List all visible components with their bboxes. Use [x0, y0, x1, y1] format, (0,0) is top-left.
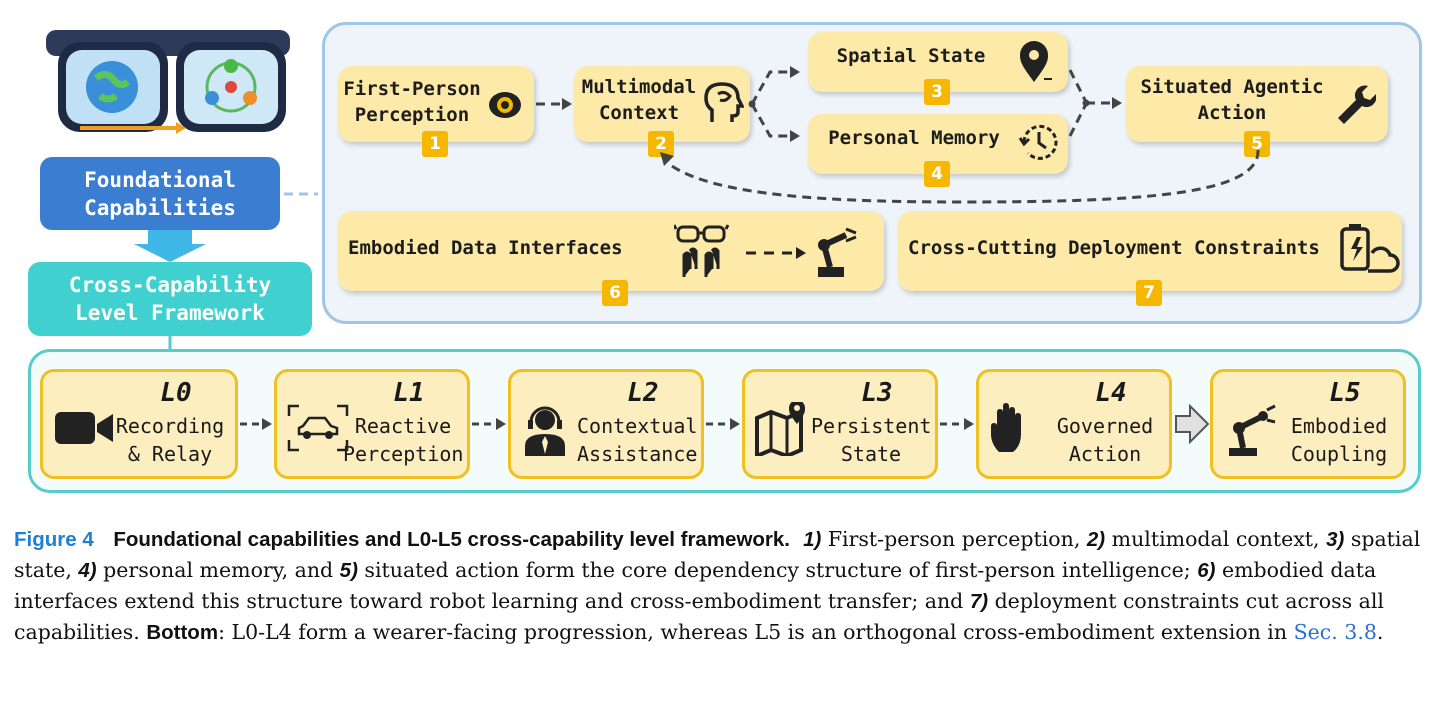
wrench-icon: [1338, 85, 1376, 124]
caption-enum: 2): [1086, 528, 1106, 551]
capability-label: Multimodal Context: [581, 76, 697, 124]
caption-text: .: [1376, 620, 1384, 644]
caption-enum: 7): [969, 590, 989, 613]
level-label: Contextual Assistance: [577, 414, 698, 466]
eye-icon: [489, 92, 521, 118]
level-l3: L3 Persistent State: [742, 369, 938, 479]
map-pin-icon: [1020, 41, 1052, 82]
clock-history-icon: [1018, 124, 1058, 160]
hand-stop-icon: [991, 403, 1021, 452]
capability-number: 7: [1136, 280, 1162, 306]
caption-text: embodied data interfaces extend this str…: [14, 558, 1377, 613]
capability-multimodal-context: Multimodal Context 2: [574, 66, 750, 157]
level-label: Reactive Perception: [343, 414, 464, 466]
arrow-2-to-4: [750, 103, 790, 138]
caption-text: deployment constraints cut across all ca…: [14, 589, 1384, 644]
level-label: Recording & Relay: [115, 414, 225, 466]
capability-situated-agentic-action: Situated Agentic Action 5: [1126, 66, 1388, 157]
capability-spatial-state: Spatial State 3: [808, 32, 1068, 105]
robot-arm-icon: [1229, 404, 1276, 456]
level-label: Embodied Coupling: [1290, 414, 1388, 466]
level-code: L5: [1329, 378, 1361, 408]
level-l2: L2 Contextual Assistance: [508, 369, 704, 479]
glasses-icon: [46, 30, 290, 134]
arrow-3-4-to-5: [1068, 69, 1112, 137]
glasses-hands-robot-icon: [674, 224, 857, 277]
level-l1: L1 Reactive Perception: [274, 369, 470, 479]
caption-enum: 3): [1326, 528, 1345, 551]
feedback-arrow-5-to-2: [663, 149, 1260, 204]
caption-enum: 4): [78, 559, 97, 582]
capability-embodied-data-interfaces: Embodied Data Interfaces 6: [338, 211, 884, 306]
capability-label: Situated Agentic Action: [1140, 76, 1324, 124]
capability-number: 5: [1244, 131, 1270, 157]
capability-number: 4: [924, 161, 950, 187]
capability-number: 1: [422, 131, 448, 157]
caption-text: personal memory, and: [96, 558, 340, 582]
capability-number: 3: [924, 79, 950, 105]
level-code: L1: [393, 378, 425, 408]
map-icon: [755, 402, 805, 456]
headset-agent-icon: [525, 406, 565, 456]
caption-enum: 1): [803, 528, 822, 551]
capability-label: Spatial State: [836, 45, 986, 67]
level-l5: L5 Embodied Coupling: [1210, 369, 1406, 479]
level-code: L2: [627, 378, 659, 408]
caption-text: First-person perception,: [821, 527, 1087, 551]
arrow-2-to-3: [750, 70, 790, 105]
capability-label: Personal Memory: [828, 127, 1000, 149]
caption-bottom-label: Bottom: [146, 621, 219, 644]
head-icon: [704, 82, 744, 122]
figure-caption: Figure 4 Foundational capabilities and L…: [14, 524, 1434, 648]
level-label: Persistent State: [811, 414, 932, 466]
level-code: L3: [861, 378, 893, 408]
caption-enum: 5): [339, 559, 358, 582]
level-code: L4: [1095, 378, 1127, 408]
capability-label: Cross-Cutting Deployment Constraints: [908, 237, 1320, 259]
capability-number: 6: [602, 280, 628, 306]
level-l4: L4 Governed Action: [976, 369, 1172, 479]
capability-label: Embodied Data Interfaces: [348, 237, 623, 259]
car-detection-icon: [287, 404, 349, 452]
foundational-capabilities-box: Foundational Capabilities: [40, 157, 280, 230]
caption-figure-number: Figure 4: [14, 528, 94, 551]
levels-panel: [28, 349, 1421, 493]
video-camera-icon: [55, 412, 113, 444]
caption-text: multimodal context,: [1105, 527, 1327, 551]
cross-capability-framework-box: Cross-Capability Level Framework: [28, 262, 312, 336]
section-link[interactable]: Sec. 3.8: [1293, 620, 1377, 644]
hollow-arrow-l4-to-l5: [1175, 403, 1210, 445]
caption-title: Foundational capabilities and L0-L5 cros…: [113, 528, 791, 551]
caption-text: spatial state,: [14, 527, 1421, 582]
caption-enum: 6): [1197, 559, 1216, 582]
level-code: L0: [160, 378, 192, 408]
capability-personal-memory: Personal Memory 4: [808, 114, 1068, 187]
capability-first-person-perception: First-Person Perception 1: [338, 66, 534, 157]
capability-deployment-constraints: Cross-Cutting Deployment Constraints 7: [898, 211, 1402, 306]
caption-text: situated action form the core dependency…: [357, 558, 1198, 582]
level-label: Governed Action: [1056, 414, 1154, 466]
battery-cloud-icon: [1340, 224, 1400, 273]
level-l0: L0 Recording & Relay: [40, 369, 238, 479]
capability-label: First-Person Perception: [343, 78, 481, 126]
caption-text: : L0-L4 form a wearer-facing progression…: [218, 620, 1294, 644]
